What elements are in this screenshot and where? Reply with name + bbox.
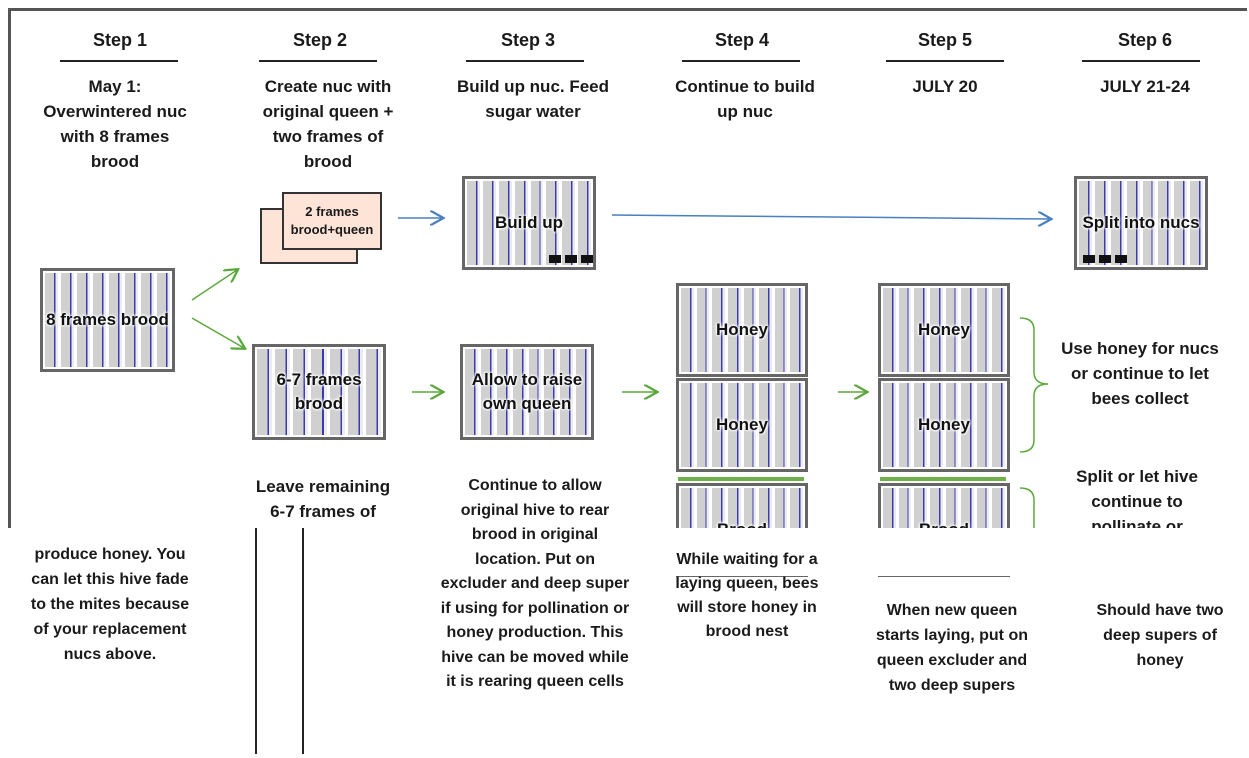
step-6-rule (1082, 60, 1200, 62)
honey-brace (1019, 317, 1049, 453)
step-1-rule (60, 60, 178, 62)
step-5-heading: Step 5 (917, 30, 973, 50)
step-6-upper-box: Split into nucs (1074, 176, 1208, 270)
step-1-box-label: 8 frames brood (46, 310, 169, 329)
brood-brace (1019, 487, 1035, 528)
step-5-honey-box-top: Honey (878, 283, 1010, 377)
brood-blocks (1083, 255, 1127, 263)
step-6-honey-note: Use honey for nucs or continue to let be… (1061, 339, 1219, 408)
step-3-lower-box: Allow to raise own queen (460, 344, 594, 440)
green-arrow-down (191, 317, 244, 348)
step-4-mid-label: Honey (716, 415, 768, 434)
step-5-bottom-note: When new queen starts laying, put on que… (875, 602, 1028, 694)
step-1-bottom-note: produce honey. You can let this hive fad… (30, 546, 190, 663)
step-5-queen-excluder (880, 477, 1006, 481)
step-2-hive-box: 6-7 frames brood (252, 344, 386, 440)
step-6-bottom-note: Should have two deep supers of honey (1096, 602, 1224, 669)
step-6-caption: JULY 21-24 (1100, 77, 1190, 96)
divider-line (302, 528, 304, 754)
step-5-caption: JULY 20 (912, 77, 978, 96)
step-2-leave-note: Leave remaining 6-7 frames of (255, 477, 391, 521)
step-4-heading: Step 4 (714, 30, 770, 50)
divider-line (255, 528, 257, 754)
step-4-honey-box-mid: Honey (676, 378, 808, 472)
step-6-upper-label: Split into nucs (1082, 213, 1200, 232)
step-4-honey-box-top: Honey (676, 283, 808, 377)
step-4-queen-excluder (678, 477, 804, 481)
diagram-frame (8, 8, 1247, 528)
step-5-rule (886, 60, 1004, 62)
step-3-upper-label: Build up (495, 213, 563, 232)
step-4-bottom-note: While waiting for a laying queen, bees w… (675, 551, 819, 640)
step-6-heading: Step 6 (1117, 30, 1173, 50)
step-2-heading: Step 2 (292, 30, 348, 50)
step-5-honey-box-mid: Honey (878, 378, 1010, 472)
green-arrow-up (191, 270, 237, 301)
step-2-box-label: 6-7 frames brood (276, 370, 362, 413)
step-4-top-label: Honey (716, 320, 768, 339)
step-3-lower-label: Allow to raise own queen (471, 370, 583, 413)
step-1-hive-box: 8 frames brood (40, 268, 175, 372)
brood-blocks (549, 255, 593, 263)
step-2-rule (259, 60, 377, 62)
step-5-mid-label: Honey (918, 415, 970, 434)
step-1-heading: Step 1 (92, 30, 148, 50)
step-3-bottom-note: Continue to allow original hive to rear … (440, 477, 630, 690)
step-5-top-label: Honey (918, 320, 970, 339)
step-3-upper-box: Build up (462, 176, 596, 270)
step-2-caption: Create nuc with original queen + two fra… (262, 77, 394, 171)
step-4-caption: Continue to build up nuc (675, 77, 815, 121)
step-1-caption: May 1: Overwintered nuc with 8 frames br… (43, 77, 187, 171)
step-3-caption: Build up nuc. Feed sugar water (456, 77, 610, 121)
step-3-rule (466, 60, 584, 62)
step-4-rule (682, 60, 800, 62)
step-6-split-note: Split or let hive continue to pollinate … (1076, 467, 1198, 528)
step-3-heading: Step 3 (500, 30, 556, 50)
blue-arrow-step3-6 (611, 215, 1050, 219)
step-2-nuc-box: 2 frames brood+queen (282, 192, 382, 250)
step-2-nuc-label: 2 frames brood+queen (290, 204, 374, 237)
cropped-band (0, 528, 1249, 576)
